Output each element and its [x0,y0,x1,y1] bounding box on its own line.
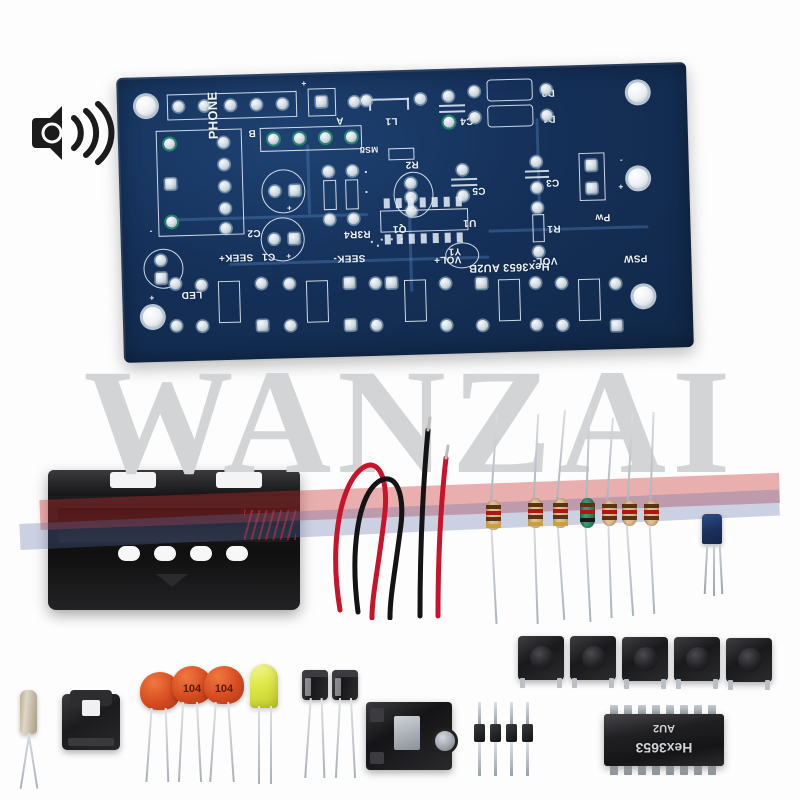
pcb-edge [116,62,698,367]
battery-wires [333,416,450,620]
audio-jack [366,702,458,770]
tact-switch [674,637,720,689]
tact-switch [726,638,772,690]
broadcast-signal-icon [28,96,116,170]
ic-marking-top: AU2 [653,722,676,734]
watermark-text: WANZAI [83,339,737,505]
fm-radio-pcb: + A L1 C4 D2 D1 [108,62,698,367]
tact-switch [622,637,668,689]
ceramic-cap-marking: 104 [204,666,244,704]
tact-switch [518,636,564,688]
battery-clip [62,690,120,750]
tact-switch [570,636,616,688]
ic-marking-main: Hex3653 [635,740,693,756]
ceramic-cap-marking: 104 [172,666,212,704]
